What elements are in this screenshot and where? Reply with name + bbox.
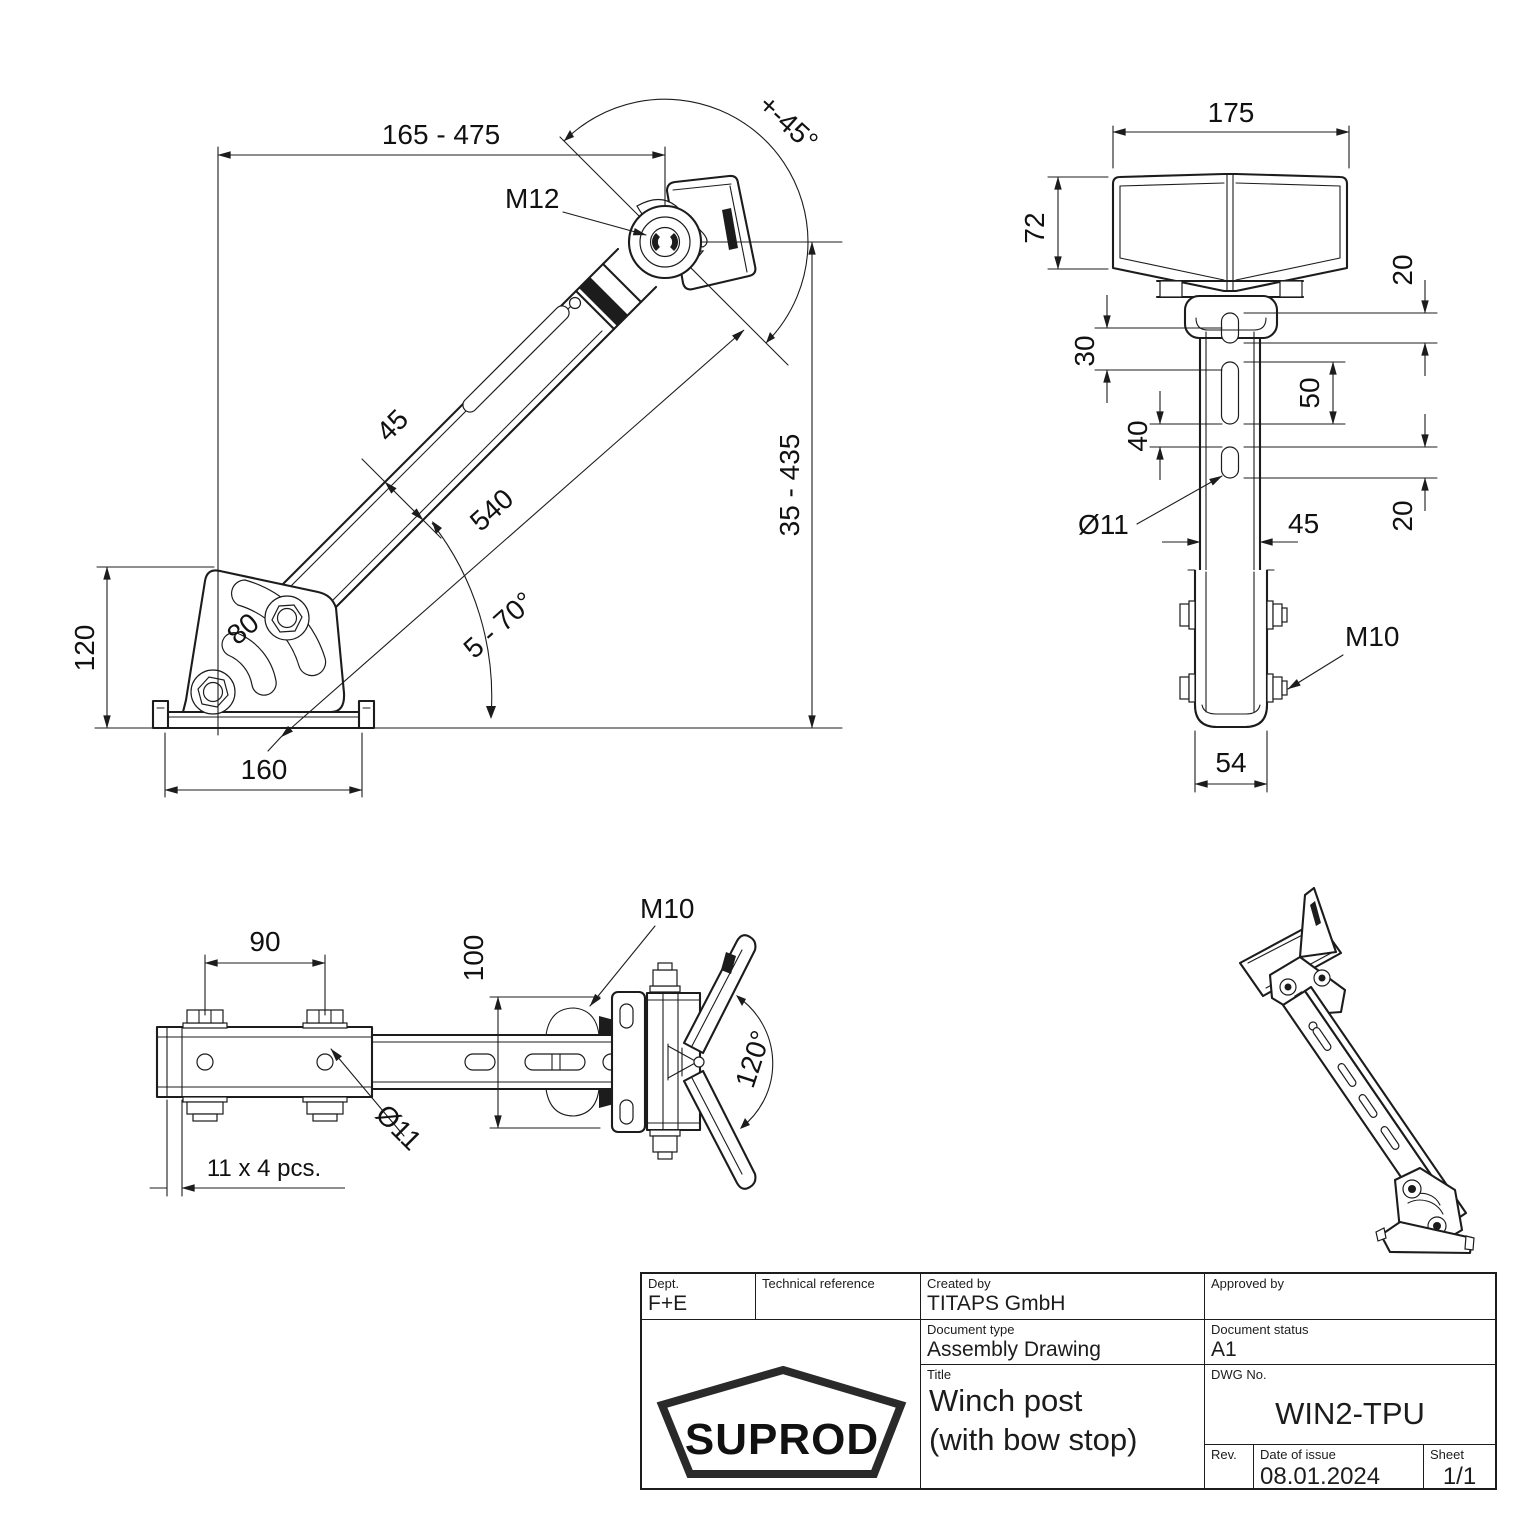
dim-bolt-spacing: 90 — [249, 926, 280, 957]
approved-by-label: Approved by — [1211, 1276, 1284, 1291]
dim-clamp-bolt-top: M10 — [640, 893, 694, 924]
dim-swing-angle: +-45° — [753, 89, 824, 158]
dim-arm-width: 45 — [370, 403, 414, 447]
dim-base-height: 120 — [69, 625, 100, 672]
view-side-elevation: 165 - 475 M12 +-45° 45 540 35 - 435 120 … — [69, 89, 843, 798]
top-linework — [155, 934, 757, 1190]
dim-arm-length: 540 — [464, 483, 519, 537]
dim-post-width: 45 — [1288, 508, 1319, 539]
view-isometric — [1238, 886, 1475, 1255]
dim-slot-note: 11 x 4 pcs. — [207, 1155, 321, 1182]
approved-by-value — [1205, 1291, 1495, 1293]
title-block: Dept. F+E Technical reference Created by… — [640, 1272, 1497, 1490]
dim-bracket-width: 100 — [458, 935, 489, 982]
dim-slot-bottom-length: 20 — [1387, 500, 1418, 531]
dim-hole-diameter-top: Ø11 — [370, 1098, 428, 1156]
dim-slot-top-length: 20 — [1387, 254, 1418, 285]
titleblock-dwg-no-cell: DWG No. WIN2-TPU — [1205, 1365, 1495, 1445]
technical-reference-value — [756, 1291, 920, 1293]
titleblock-technical-reference-cell: Technical reference — [756, 1274, 921, 1320]
dwg-no-value: WIN2-TPU — [1275, 1396, 1425, 1432]
dim-height-range: 35 - 435 — [774, 434, 805, 537]
dwg-no-label: DWG No. — [1211, 1367, 1267, 1382]
front-dimensions — [1047, 125, 1438, 793]
titleblock-dept-cell: Dept. F+E — [642, 1274, 756, 1320]
dim-base-width: 160 — [241, 754, 288, 785]
side-dimensions — [96, 98, 816, 798]
rev-value — [1205, 1462, 1253, 1464]
dim-hole-diameter: Ø11 — [1078, 509, 1129, 540]
dept-label: Dept. — [648, 1276, 680, 1291]
dim-slot-mid-length: 50 — [1294, 377, 1325, 408]
dim-sleeve-width: 54 — [1215, 747, 1246, 778]
dim-pivot-bolt: M12 — [505, 183, 559, 214]
titleblock-logo-cell: SUPROD — [642, 1320, 921, 1488]
document-status-value: A1 — [1211, 1338, 1237, 1362]
dim-block-height: 72 — [1019, 212, 1050, 243]
titleblock-approved-by-cell: Approved by — [1205, 1274, 1495, 1320]
view-front: 175 72 20 30 50 40 20 Ø11 45 M10 54 — [1019, 97, 1438, 793]
suprod-logo-pentagon-icon — [656, 1365, 907, 1478]
titleblock-sheet-cell: Sheet 1/1 — [1424, 1445, 1495, 1490]
drawing-title-line1: Winch post — [929, 1383, 1083, 1419]
dim-slot-gap-bottom: 40 — [1122, 420, 1153, 451]
titleblock-document-status-cell: Document status A1 — [1205, 1320, 1495, 1365]
sheet-value: 1/1 — [1442, 1463, 1477, 1491]
created-by-label: Created by — [927, 1276, 991, 1291]
document-type-value: Assembly Drawing — [927, 1338, 1101, 1362]
titleblock-date-cell: Date of issue 08.01.2024 — [1254, 1445, 1424, 1490]
dim-clamp-bolt: M10 — [1345, 621, 1399, 652]
rev-label: Rev. — [1211, 1447, 1237, 1462]
date-of-issue-label: Date of issue — [1260, 1447, 1336, 1462]
dim-v-angle: 120° — [729, 1027, 776, 1092]
dim-tilt-range: 5 - 70° — [458, 586, 540, 664]
document-status-label: Document status — [1211, 1322, 1309, 1337]
dim-slot-gap-top: 30 — [1069, 335, 1100, 366]
suprod-logo-text: SUPROD — [685, 1415, 879, 1464]
top-dimensions — [149, 925, 774, 1197]
date-of-issue-value: 08.01.2024 — [1260, 1463, 1381, 1491]
titleblock-title-cell: Title Winch post (with bow stop) — [921, 1365, 1205, 1488]
suprod-logo: SUPROD — [656, 1365, 907, 1478]
titleblock-rev-cell: Rev. — [1205, 1445, 1254, 1488]
dept-value: F+E — [648, 1292, 688, 1316]
iso-linework — [1238, 886, 1475, 1255]
technical-reference-label: Technical reference — [762, 1276, 875, 1291]
view-top: 90 100 M10 120° Ø11 11 x 4 pcs. — [149, 893, 777, 1197]
dim-block-width: 175 — [1208, 97, 1255, 128]
document-type-label: Document type — [927, 1322, 1015, 1337]
created-by-value: TITAPS GmbH — [927, 1292, 1066, 1316]
dim-extension-range: 165 - 475 — [382, 119, 500, 150]
title-label: Title — [927, 1367, 952, 1382]
sheet-label: Sheet — [1430, 1447, 1464, 1462]
drawing-title-line2: (with bow stop) — [929, 1422, 1138, 1458]
titleblock-document-type-cell: Document type Assembly Drawing — [921, 1320, 1205, 1365]
titleblock-created-by-cell: Created by TITAPS GmbH — [921, 1274, 1205, 1320]
